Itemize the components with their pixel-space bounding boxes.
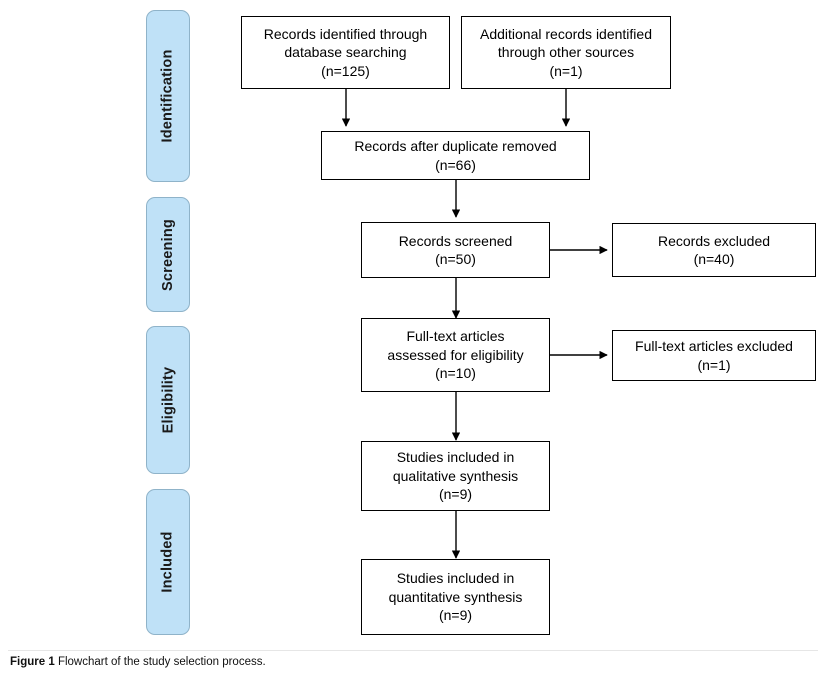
box-studies-qualitative-synthesis: Studies included in qualitative synthesi… — [361, 441, 550, 511]
box-fulltext-assessed-eligibility: Full-text articles assessed for eligibil… — [361, 318, 550, 392]
box-additional-records-other-sources-text: Additional records identified through ot… — [480, 25, 652, 79]
box-records-excluded-text: Records excluded (n=40) — [657, 232, 771, 267]
box-records-identified-database-text: Records identified through database sear… — [263, 25, 428, 79]
stage-box-identification: Identification — [146, 10, 190, 182]
box-studies-quantitative-synthesis-text: Studies included in quantitative synthes… — [388, 570, 523, 624]
box-records-excluded: Records excluded (n=40) — [612, 223, 816, 277]
stage-label-identification: Identification — [160, 49, 176, 143]
box-records-after-duplicates-removed-text: Records after duplicate removed (n=66) — [354, 138, 557, 173]
figure-caption: Figure 1 Flowchart of the study selectio… — [10, 656, 266, 668]
stage-box-eligibility: Eligibility — [146, 326, 190, 474]
figure-caption-text: Flowchart of the study selection process… — [57, 656, 266, 668]
box-records-screened: Records screened (n=50) — [361, 222, 550, 278]
stage-label-eligibility: Eligibility — [160, 366, 176, 434]
box-records-screened-text: Records screened (n=50) — [398, 232, 513, 267]
box-studies-qualitative-synthesis-text: Studies included in qualitative synthesi… — [392, 449, 519, 503]
box-studies-quantitative-synthesis: Studies included in quantitative synthes… — [361, 559, 550, 635]
box-fulltext-excluded-text: Full-text articles excluded (n=1) — [635, 338, 793, 373]
box-fulltext-assessed-eligibility-text: Full-text articles assessed for eligibil… — [387, 328, 524, 382]
box-records-identified-database: Records identified through database sear… — [241, 16, 450, 89]
box-records-after-duplicates-removed: Records after duplicate removed (n=66) — [321, 131, 590, 180]
stage-box-included: Included — [146, 489, 190, 635]
stage-label-screening: Screening — [160, 218, 177, 291]
figure-caption-label: Figure 1 — [10, 656, 55, 668]
caption-divider — [8, 650, 818, 651]
box-fulltext-excluded: Full-text articles excluded (n=1) — [612, 330, 816, 381]
box-additional-records-other-sources: Additional records identified through ot… — [461, 16, 671, 89]
stage-label-included: Included — [160, 531, 176, 593]
stage-box-screening: Screening — [146, 197, 190, 312]
